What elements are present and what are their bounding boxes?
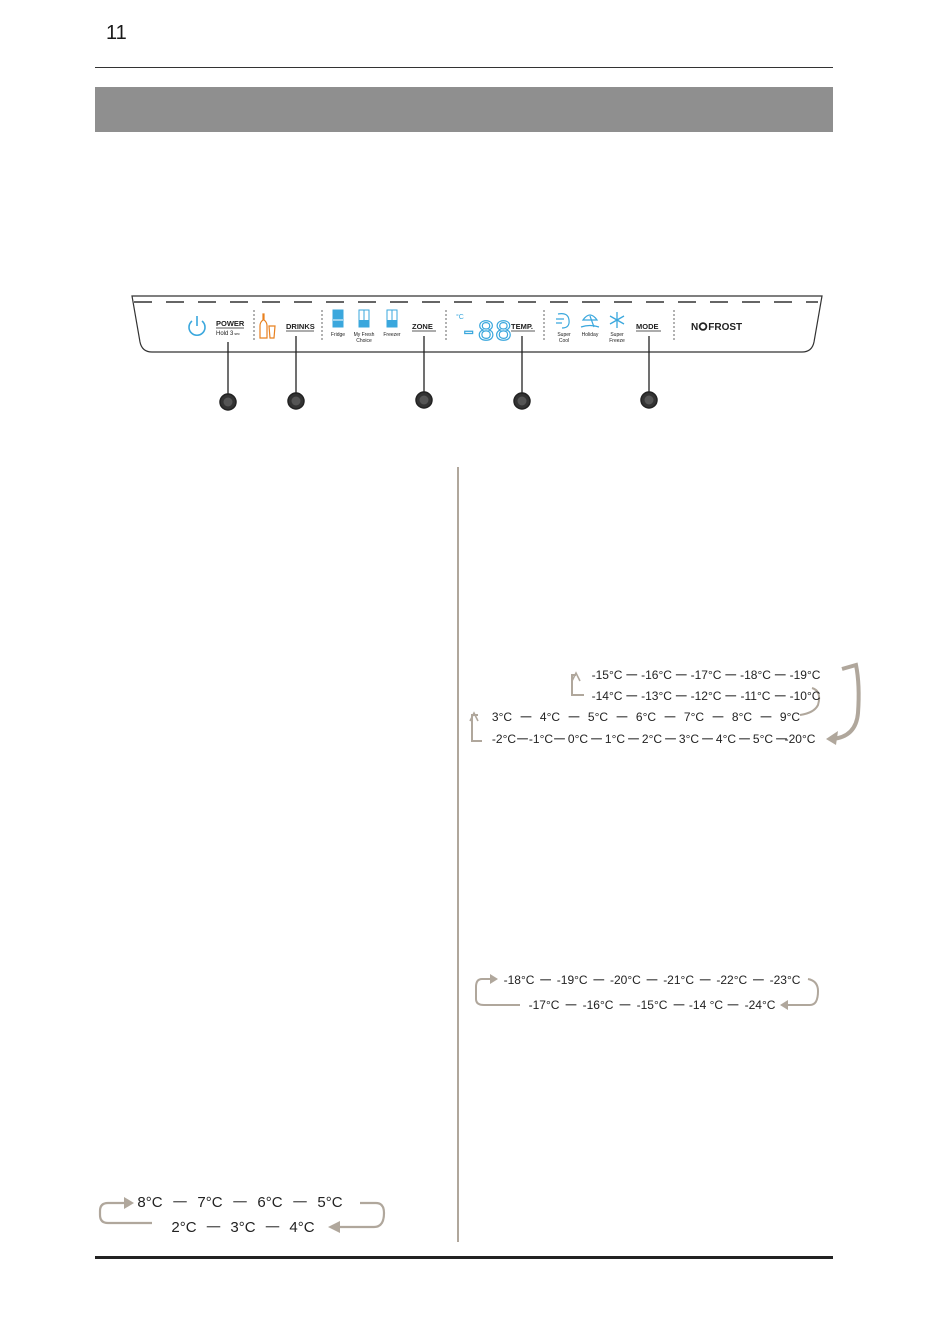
super-cool-icon [556, 313, 570, 329]
temperature-value: 5°C [317, 1194, 342, 1211]
snowflake-icon [609, 312, 625, 328]
callout-power [219, 342, 237, 411]
control-panel-illustration: POWER Hold 3sec DRINKS Fridge My Fresh C… [128, 290, 828, 415]
fridge-row-2: 2°C 3°C 4°C [171, 1219, 314, 1236]
temperature-value: -19°C [557, 973, 588, 987]
mode-super-freeze-label: Super [610, 332, 624, 338]
freezer-cycle-arrows [475, 974, 820, 1010]
fresh-choice-row-3: 3°C 4°C 5°C 6°C 7°C 8°C 9°C [492, 710, 800, 724]
temperature-value: -21°C [663, 973, 694, 987]
section-header-band [95, 87, 833, 132]
holiday-icon [580, 314, 600, 328]
temperature-value: 5°C [588, 710, 608, 724]
brand-logo-o-icon [698, 322, 708, 331]
temperature-value: 7°C [197, 1194, 222, 1211]
temperature-value: -17°C [691, 668, 722, 682]
temperature-value: 3°C [230, 1219, 255, 1236]
temperature-value: 1°C [605, 732, 625, 746]
freezer-temperature-cycle: -18°C -19°C -20°C -21°C -22°C -23°C -17°C -16°… [475, 973, 820, 1012]
fresh-choice-temperature-cycle: -15°C -16°C -17°C -18°C -19°C -14°C -13°C -12°… [469, 662, 861, 746]
zone-freezer-label: Freezer [383, 332, 401, 338]
temperature-value: -15°C [592, 668, 623, 682]
zone-fresh-label: My Fresh [354, 332, 375, 338]
fresh-choice-row-2: -14°C -13°C -12°C -11°C -10°C [592, 689, 821, 703]
temperature-value: -1°C [529, 732, 553, 746]
callout-drinks [287, 336, 305, 410]
temperature-value: -11°C [741, 689, 771, 703]
temperature-value: -14°C [592, 689, 623, 703]
fridge-cycle-arrows [98, 1197, 386, 1233]
temperature-value: -10°C [790, 689, 821, 703]
power-label: POWER [216, 319, 245, 328]
temperature-value: 3°C [679, 732, 699, 746]
temperature-value: -12°C [691, 689, 722, 703]
callout-zone [415, 336, 433, 409]
temperature-value: 4°C [540, 710, 560, 724]
fridge-temperature-cycle: 8°C 7°C 6°C 5°C 2°C 3°C 4°C [98, 1194, 386, 1236]
temperature-value: -23°C [770, 973, 801, 987]
temperature-value: -18°C [740, 668, 771, 682]
temperature-value: 7°C [684, 710, 704, 724]
temperature-value: 2°C [171, 1219, 196, 1236]
zone-fridge-label: Fridge [331, 332, 345, 338]
temperature-value: -22°C [716, 973, 747, 987]
temperature-value: 9°C [780, 710, 800, 724]
column-divider [457, 467, 459, 1242]
callout-mode [640, 336, 658, 409]
temperature-value: -17°C [529, 998, 560, 1012]
mode-holiday-label: Holiday [582, 332, 599, 338]
temperature-value: -16°C [583, 998, 614, 1012]
temperature-value: 4°C [289, 1219, 314, 1236]
temperature-value: -13°C [641, 689, 672, 703]
fresh-choice-arrows [469, 662, 861, 745]
fridge-compartment-icon [332, 309, 344, 328]
mode-super-cool-label: Super [557, 332, 571, 338]
temperature-value: -15°C [637, 998, 668, 1012]
display-unit: °C [456, 313, 464, 321]
temperature-value: 2°C [642, 732, 662, 746]
temperature-value: -19°C [790, 668, 821, 682]
power-hold-label: Hold 3sec [216, 331, 240, 337]
freezer-row-2: -17°C -16°C -15°C -14 °C -24°C [529, 998, 776, 1012]
mode-super-freeze-label-2: Freeze [609, 338, 625, 344]
temperature-value: -14 °C [689, 998, 723, 1012]
fridge-row-1: 8°C 7°C 6°C 5°C [137, 1194, 342, 1211]
power-icon [188, 316, 206, 336]
temperature-value: -20°C [785, 732, 816, 746]
control-panel-svg: POWER Hold 3sec DRINKS Fridge My Fresh C… [131, 295, 823, 411]
freezer-row-1: -18°C -19°C -20°C -21°C -22°C -23°C [504, 973, 801, 987]
temp-label: TEMP. [511, 322, 533, 331]
page-number: 11 [106, 22, 127, 44]
bottom-rule [95, 1256, 833, 1259]
temperature-value: 8°C [732, 710, 752, 724]
drinks-label: DRINKS [286, 322, 315, 331]
temperature-value: -18°C [504, 973, 535, 987]
temperature-value: 3°C [492, 710, 512, 724]
bottle-glass-icon [259, 313, 276, 339]
mode-super-cool-label-2: Cool [559, 338, 569, 344]
temperature-value: 6°C [257, 1194, 282, 1211]
temperature-value: 8°C [137, 1194, 162, 1211]
mode-label: MODE [636, 322, 659, 331]
freezer-compartment-icon [386, 309, 398, 328]
temperature-value: -16°C [641, 668, 672, 682]
temperature-value: -20°C [610, 973, 641, 987]
temperature-value: -24°C [745, 998, 776, 1012]
fresh-choice-row-1: -15°C -16°C -17°C -18°C -19°C [592, 668, 821, 682]
fresh-compartment-icon [358, 309, 370, 328]
display-digits: -88 [460, 316, 512, 349]
temperature-value: 0°C [568, 732, 588, 746]
fresh-choice-row-4: -2°C -1°C 0°C 1°C 2°C 3°C 4°C 5°C -20°C [492, 732, 816, 746]
temperature-value: 5°C [753, 732, 773, 746]
temperature-value: -2°C [492, 732, 516, 746]
zone-fresh-label-2: Choice [356, 338, 372, 344]
temperature-value: 6°C [636, 710, 656, 724]
zone-label: ZONE [412, 322, 433, 331]
top-rule [95, 67, 833, 68]
callout-temp [513, 336, 531, 410]
temperature-value: 4°C [716, 732, 736, 746]
